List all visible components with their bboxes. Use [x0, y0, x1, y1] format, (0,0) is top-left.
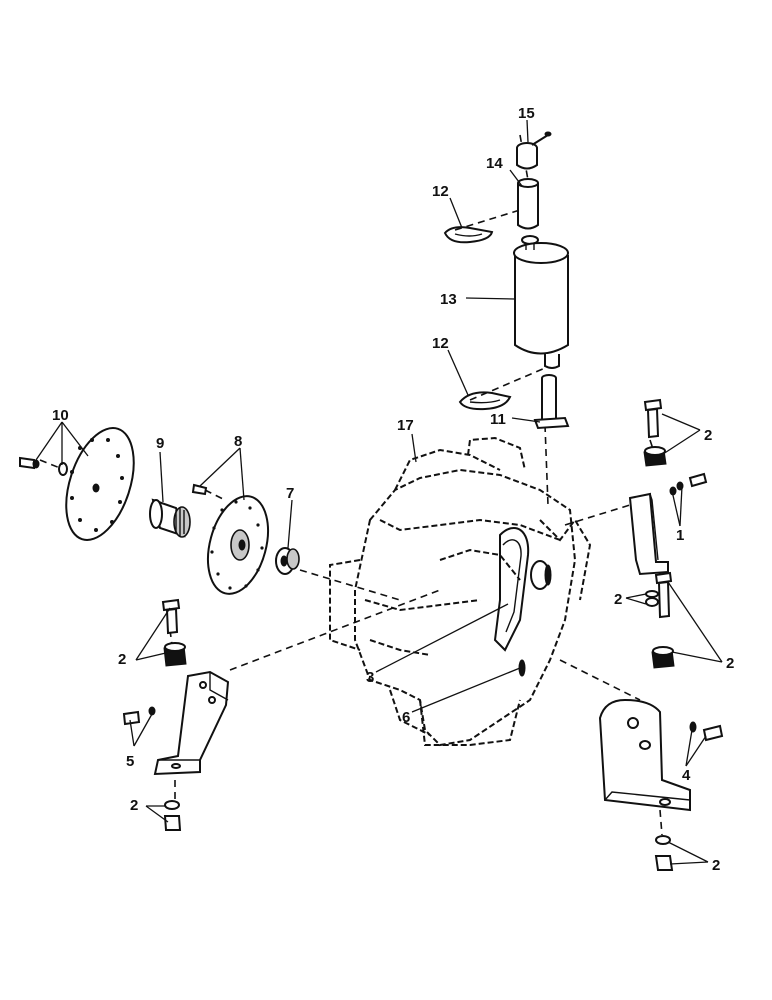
callout-11: 11: [490, 411, 506, 428]
callout-2-left-lower: 2: [130, 797, 138, 814]
callout-2-right-isolator: 2: [726, 655, 734, 672]
callout-4: 4: [682, 767, 691, 784]
part-11-tube: [533, 374, 570, 430]
callout-13: 13: [440, 291, 457, 308]
callout-10: 10: [52, 407, 69, 424]
part-2-right-lower: [654, 835, 674, 871]
part-15-cap: [516, 131, 552, 170]
part-2-right-upper: [643, 398, 667, 467]
part-4-bracket: [598, 698, 724, 812]
callout-2-right-mid: 2: [614, 591, 622, 608]
part-7-bearing: [275, 547, 300, 575]
callout-3: 3: [366, 669, 374, 686]
assembly-lines: [39, 134, 663, 836]
part-14-sleeve: [517, 178, 539, 230]
part-5-bracket: [122, 670, 230, 776]
callout-2-left-upper: 2: [118, 651, 126, 668]
part-1-bracket: [628, 472, 708, 576]
callout-labels: 15 14 12 13 12 11 17 2 1 2 2 4 2 2 5 2 1…: [52, 105, 734, 874]
callout-1: 1: [676, 527, 684, 544]
callout-8: 8: [234, 433, 242, 450]
part-9-splined-hub: [149, 498, 191, 538]
part-2-left-lower: [163, 800, 182, 831]
part-8-clutch-disc: [191, 483, 269, 595]
part-2-right-mid: [645, 571, 675, 669]
part-13-canister: [513, 235, 569, 369]
callout-5: 5: [126, 753, 134, 770]
callout-6: 6: [402, 709, 410, 726]
leader-lines: [35, 119, 723, 865]
callout-7: 7: [286, 485, 294, 502]
part-2-left-upper: [161, 598, 187, 667]
engine-block: [329, 436, 592, 747]
callout-12-upper: 12: [432, 183, 449, 200]
callout-15: 15: [518, 105, 535, 122]
callout-9: 9: [156, 435, 164, 452]
callout-12-lower: 12: [432, 335, 449, 352]
callout-17: 17: [397, 417, 414, 434]
part-10-flywheel-plate: [19, 427, 135, 541]
callout-2-right-lower: 2: [712, 857, 720, 874]
callout-2-right-upper: 2: [704, 427, 712, 444]
callout-14: 14: [486, 155, 503, 172]
part-12-clamp-lower: [458, 391, 512, 411]
part-12-clamp-upper: [443, 226, 494, 244]
